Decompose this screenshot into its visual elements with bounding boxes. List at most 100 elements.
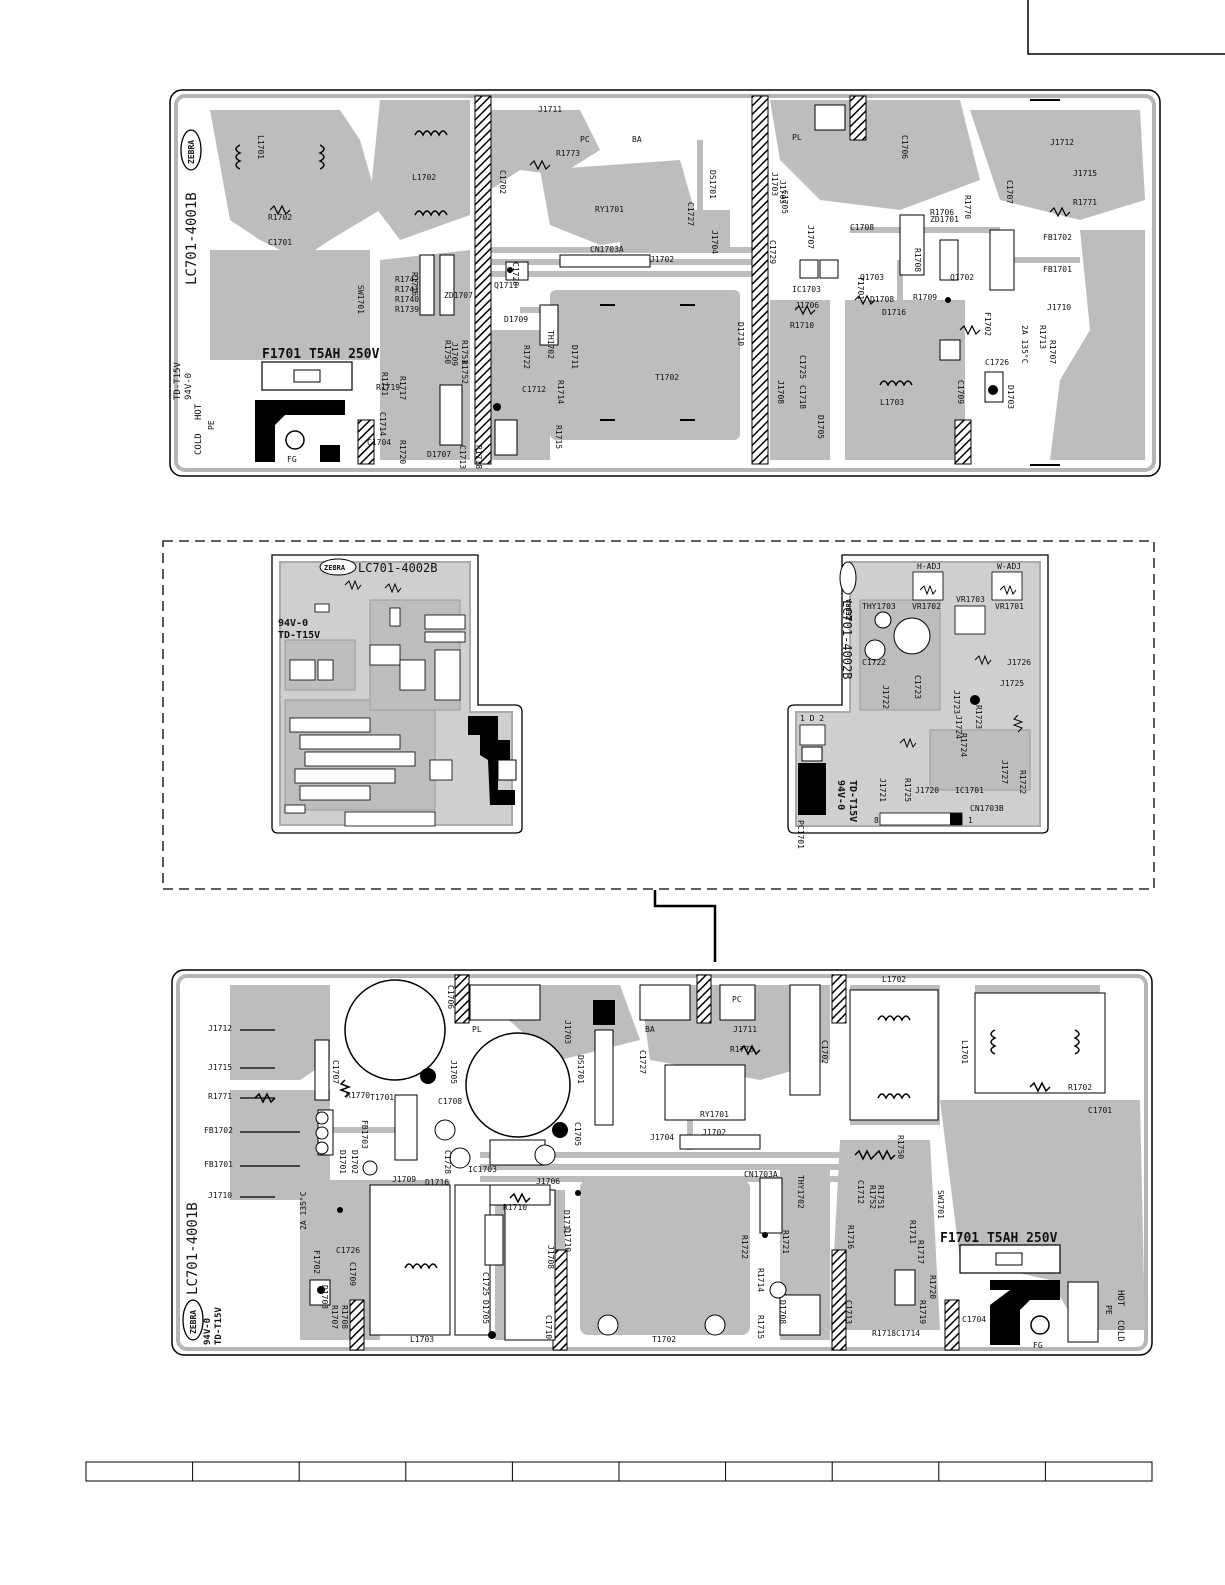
- component-label: D1711: [562, 1210, 571, 1234]
- bottom-rating-2: TD-T15V: [214, 1306, 224, 1345]
- component-label: J1710: [208, 1191, 232, 1200]
- header-box: [1027, 0, 1225, 55]
- footer-table: [85, 1461, 1153, 1482]
- component-label: R1724: [959, 733, 968, 757]
- component-label: R1722: [740, 1235, 749, 1259]
- component-label: ZD1701: [930, 215, 959, 224]
- mid-right-cn-pin1: 1: [968, 816, 973, 825]
- component-label: D1703: [320, 1285, 329, 1309]
- component-label: D1705: [481, 1300, 490, 1324]
- component-label: FB1701: [204, 1160, 233, 1169]
- component-label: F1702: [983, 312, 992, 336]
- component-label: R1773: [730, 1045, 754, 1054]
- top-thermal-fuse: 2A 135°C: [1020, 325, 1029, 364]
- component-label: C1707: [1005, 180, 1014, 204]
- component-label: D1702: [350, 1150, 359, 1174]
- component-label: R1770: [963, 195, 972, 219]
- mid-left-board-id: LC701-4002B: [358, 561, 437, 575]
- bottom-zebra-logo: ZEBRA: [182, 1299, 204, 1341]
- component-label: PC1701: [796, 820, 805, 849]
- component-label: J1704: [710, 230, 719, 254]
- svg-text:ZEBRA: ZEBRA: [187, 140, 196, 164]
- component-label: J1723: [952, 690, 961, 714]
- bottom-hot-label: HOT: [1115, 1290, 1125, 1307]
- component-label: THY1702: [796, 1175, 805, 1209]
- component-label: C1712: [856, 1180, 865, 1204]
- component-label: VR1702: [912, 602, 941, 611]
- component-label: D1708: [870, 295, 894, 304]
- component-label: R1714: [556, 380, 565, 404]
- bottom-pe-label: PE: [1104, 1305, 1113, 1315]
- component-label: J1712: [1050, 138, 1074, 147]
- component-label: C1714: [378, 412, 387, 436]
- bottom-fuse-label: F1701 T5AH 250V: [940, 1231, 1058, 1246]
- component-label: R1770: [346, 1091, 370, 1100]
- bottom-fg-label: FG: [1033, 1341, 1043, 1350]
- component-label: R1715: [554, 425, 563, 449]
- component-label: THY1703: [862, 602, 896, 611]
- component-label: J1727: [1000, 760, 1009, 784]
- component-label: R1709: [913, 293, 937, 302]
- component-label: C1725: [481, 1272, 490, 1296]
- component-label: R1720: [398, 440, 407, 464]
- component-label: R1710: [503, 1203, 527, 1212]
- component-label: R1717: [398, 376, 407, 400]
- component-label: BA: [645, 1025, 655, 1034]
- top-cold-label: COLD: [194, 433, 204, 455]
- svg-text:ZEBRA: ZEBRA: [189, 1310, 198, 1334]
- component-label: CN1703A: [590, 245, 624, 254]
- component-label: R1719: [918, 1300, 927, 1324]
- component-label: R1719: [376, 383, 400, 392]
- component-label: SW1701: [356, 285, 365, 314]
- component-label: CN1703A: [744, 1170, 778, 1179]
- component-label: PC: [580, 135, 590, 144]
- component-label: R1716: [410, 272, 419, 296]
- component-label: VR1701: [995, 602, 1024, 611]
- component-label: J1726: [1007, 658, 1031, 667]
- component-label: L1702: [412, 173, 436, 182]
- component-label: R1771: [1073, 198, 1097, 207]
- component-label: BA: [632, 135, 642, 144]
- component-label: J1702: [702, 1128, 726, 1137]
- bottom-thermal-fuse: 2A 135°C: [299, 1191, 308, 1230]
- component-label: C1713: [844, 1300, 853, 1324]
- component-label: R1742: [395, 275, 419, 284]
- component-label: IC1703: [468, 1165, 497, 1174]
- component-label: R1721: [781, 1230, 790, 1254]
- mid-right-pin-label: 1 D 2: [800, 714, 824, 723]
- component-label: C1725: [798, 355, 807, 379]
- component-label: Q1703: [860, 273, 884, 282]
- component-label: R1715: [756, 1315, 765, 1339]
- component-label: PC: [732, 995, 742, 1004]
- component-label: DS1701: [708, 170, 717, 199]
- component-label: C1709: [348, 1262, 357, 1286]
- pcb-mid-right-board: ZEBRA LC701-4002B 94V-0 TD-T15V H-ADJ W-…: [787, 554, 1049, 849]
- component-label: J1711: [733, 1025, 757, 1034]
- mid-right-cn-pin8: 8: [874, 816, 879, 825]
- component-label: R1714: [756, 1268, 765, 1292]
- component-label: J1712: [208, 1024, 232, 1033]
- component-label: R1725: [903, 778, 912, 802]
- component-label: C1702: [498, 170, 507, 194]
- component-label: C1704: [367, 438, 391, 447]
- component-label: C1709: [956, 380, 965, 404]
- component-label: R1710: [790, 321, 814, 330]
- component-label: Q1702: [950, 273, 974, 282]
- component-label: T1701: [370, 1093, 394, 1102]
- component-label: PL: [792, 133, 802, 142]
- component-label: R1717: [916, 1240, 925, 1264]
- component-label: C1722: [862, 658, 886, 667]
- mid-right-w-adj: W-ADJ: [997, 562, 1021, 571]
- component-label: CN1703B: [970, 804, 1004, 813]
- component-label: J1710: [1047, 303, 1071, 312]
- mid-right-brand: ZEBRA: [845, 598, 853, 620]
- component-label: J1703: [563, 1020, 572, 1044]
- component-label: J1709: [450, 342, 459, 366]
- component-label: C1702: [820, 1040, 829, 1064]
- top-pe-label: PE: [207, 420, 216, 430]
- component-label: C1712: [522, 385, 546, 394]
- component-label: PL: [472, 1025, 482, 1034]
- component-label: J1715: [1073, 169, 1097, 178]
- pcb-mid-left-board: ZEBRA LC701-4002B 94V-0 TD-T15V: [271, 554, 523, 834]
